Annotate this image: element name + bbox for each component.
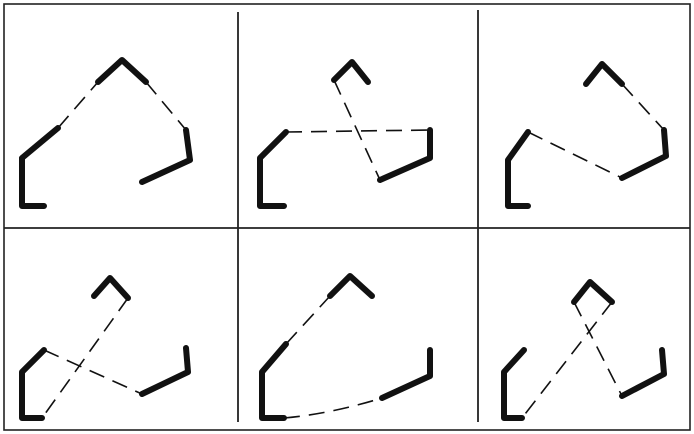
panel-1-connector-a <box>58 82 98 128</box>
panel-1-connector-b <box>146 82 186 130</box>
panel-6-connector-b <box>522 302 612 418</box>
panel-3 <box>508 64 666 206</box>
panel-5-connector-a <box>286 296 330 344</box>
panel-3-connector-a <box>528 132 622 178</box>
panel-4-top-solid <box>94 278 128 298</box>
panel-2 <box>260 62 430 206</box>
panel-3-top-solid <box>586 64 622 84</box>
panel-2-right-solid <box>380 130 430 180</box>
panel-4-left-solid <box>22 350 44 418</box>
panel-1-left-solid <box>22 128 58 206</box>
panel-1-top-solid <box>98 60 146 82</box>
panel-5-connector-b <box>284 398 382 418</box>
panel-6-connector-a <box>574 302 622 396</box>
panel-3-left-solid <box>508 132 528 206</box>
panel-4-connector-a <box>44 350 142 394</box>
panel-6-top-solid <box>574 282 612 302</box>
panel-2-top-solid <box>334 62 368 82</box>
panel-6 <box>504 282 664 418</box>
panel-3-connector-b <box>622 84 664 130</box>
panel-4 <box>22 278 188 418</box>
panel-3-right-solid <box>622 130 666 178</box>
panel-4-connector-b <box>42 298 128 418</box>
panel-5-right-solid <box>382 350 430 398</box>
panel-5 <box>262 276 430 418</box>
panel-2-left-solid <box>260 132 286 206</box>
panel-4-right-solid <box>142 348 188 394</box>
panel-5-left-solid <box>262 344 286 418</box>
panel-1 <box>22 60 190 206</box>
panel-5-top-solid <box>330 276 372 296</box>
panel-6-left-solid <box>504 350 524 418</box>
panel-1-right-solid <box>142 130 190 182</box>
panel-6-right-solid <box>622 350 664 396</box>
